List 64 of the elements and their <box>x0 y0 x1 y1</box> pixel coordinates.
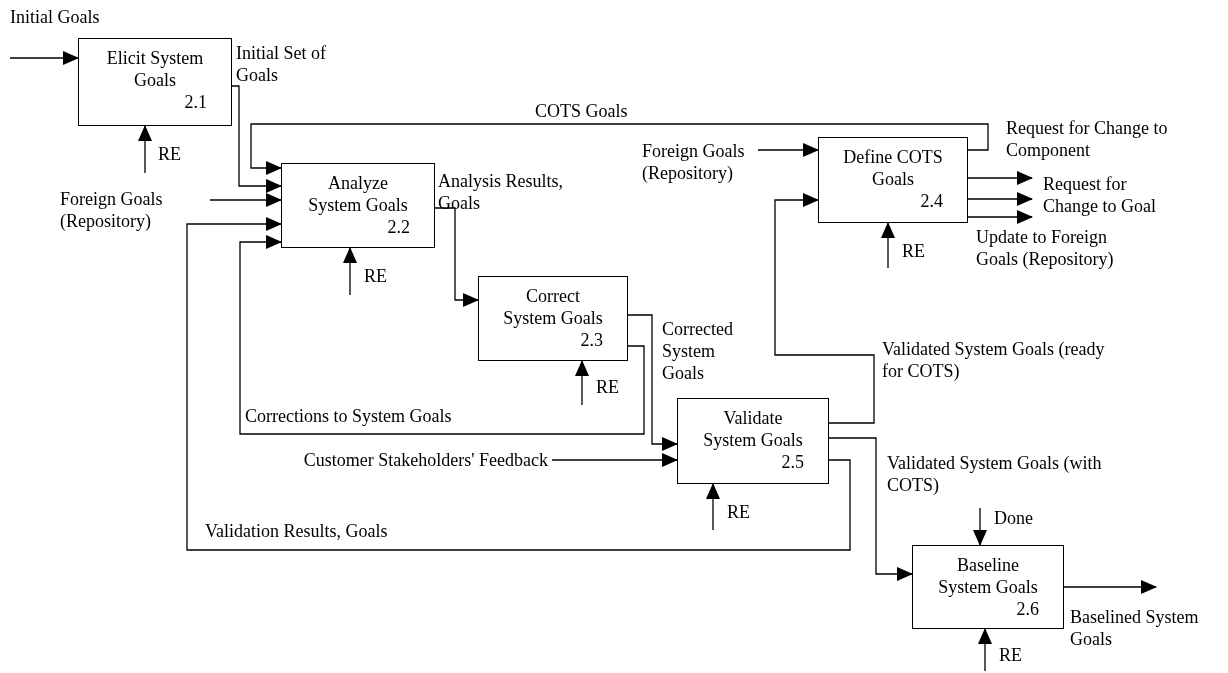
edge-label: RE <box>364 265 388 287</box>
arrow <box>828 437 913 581</box>
edge-label: Validated System Goals (ready for COTS) <box>882 338 1106 382</box>
arrow <box>978 628 992 672</box>
edge-label: Corrected System Goals <box>662 318 734 384</box>
edge-label: Update to Foreign Goals (Repository) <box>976 226 1115 270</box>
arrow <box>881 222 895 269</box>
edge-label: Baselined System Goals <box>1070 606 1200 650</box>
process-number: 2.6 <box>1016 598 1040 620</box>
arrow <box>706 483 720 531</box>
edge-label: COTS Goals <box>535 100 629 122</box>
process-box <box>677 398 829 484</box>
arrow <box>627 314 678 451</box>
arrow <box>967 192 1033 206</box>
process-number: 2.2 <box>387 216 411 238</box>
edge-label: RE <box>999 644 1023 666</box>
process-number: 2.5 <box>781 451 805 473</box>
process-box <box>78 38 232 126</box>
arrow <box>973 507 987 546</box>
arrow <box>1063 580 1157 594</box>
process-box <box>912 545 1064 629</box>
process-title: Analyze System Goals <box>307 172 409 216</box>
edge-label: RE <box>727 501 751 523</box>
arrow <box>138 125 152 174</box>
process-title: Define COTS Goals <box>842 146 944 190</box>
edge-label: Customer Stakeholders' Feedback <box>302 449 548 471</box>
process-box <box>478 276 628 361</box>
arrow <box>551 453 678 467</box>
process-number: 2.4 <box>920 190 944 212</box>
arrow <box>186 217 851 551</box>
edge-label: RE <box>158 143 182 165</box>
edge-label: Request for Change to Component <box>1006 117 1169 161</box>
edge-label: RE <box>596 376 620 398</box>
edge-label: Validated System Goals (with COTS) <box>887 452 1103 496</box>
process-title: Validate System Goals <box>702 407 804 451</box>
arrow <box>967 171 1033 185</box>
arrow <box>343 247 357 296</box>
process-title: Elicit System Goals <box>105 47 205 91</box>
edge-label: Foreign Goals (Repository) <box>642 140 746 184</box>
edge-label: Foreign Goals (Repository) <box>60 188 164 232</box>
process-box <box>818 137 968 223</box>
edge-label: Initial Goals <box>10 6 101 28</box>
arrow <box>250 123 989 175</box>
edge-label: Request for Change to Goal <box>1043 173 1157 217</box>
arrow <box>209 193 282 207</box>
process-title: Baseline System Goals <box>937 554 1039 598</box>
process-number: 2.1 <box>184 91 208 113</box>
arrow <box>967 210 1033 224</box>
arrow <box>434 207 479 307</box>
arrow <box>231 85 282 193</box>
edge-label: Analysis Results, Goals <box>438 170 564 214</box>
process-box <box>281 163 435 248</box>
process-number: 2.3 <box>580 329 604 351</box>
arrow <box>575 360 589 406</box>
edge-label: RE <box>902 240 926 262</box>
process-title: Correct System Goals <box>502 285 604 329</box>
edge-label: Initial Set of Goals <box>236 42 327 86</box>
arrow <box>757 143 819 157</box>
arrow <box>9 51 79 65</box>
edge-label: Validation Results, Goals <box>205 520 389 542</box>
arrow <box>774 193 875 424</box>
arrow <box>239 235 645 435</box>
edge-label: Done <box>994 507 1034 529</box>
edge-label: Corrections to System Goals <box>245 405 453 427</box>
